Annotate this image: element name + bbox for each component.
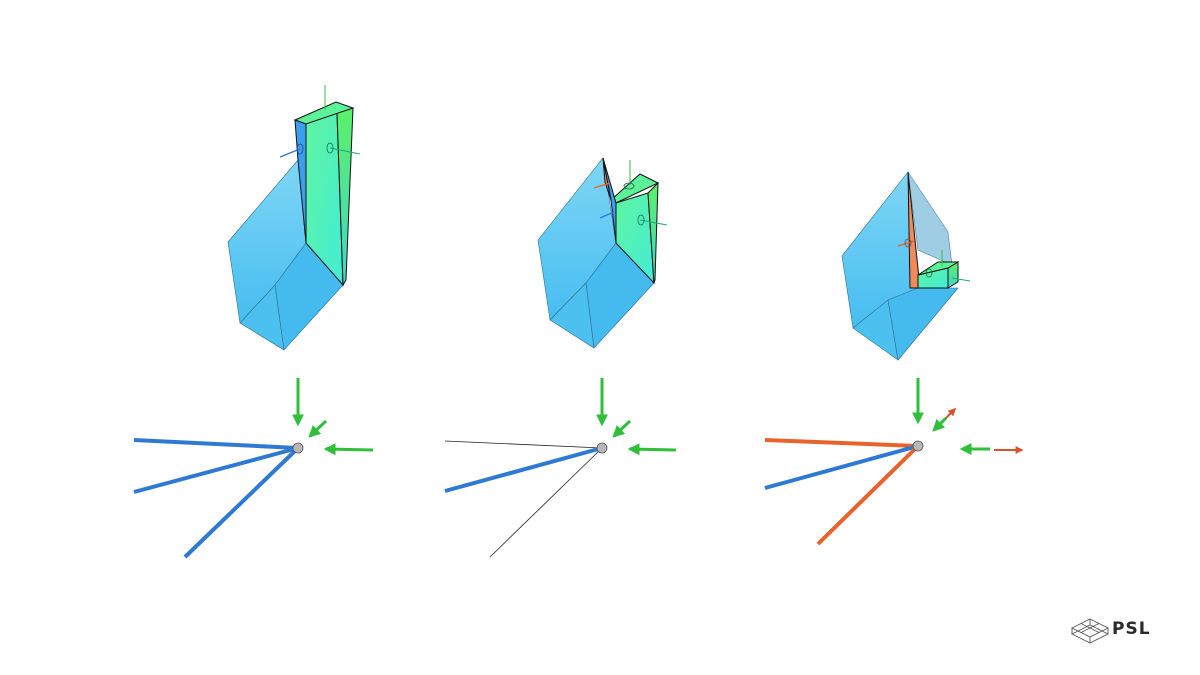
node-3 [912,440,924,452]
member-2-a [444,440,603,449]
solid-2-green-block-side [647,181,659,284]
solid-2-rotation-marker [623,182,635,190]
solid-2-axis [639,219,668,226]
logo-text: PSL [1112,619,1151,639]
member-2-b [444,446,603,493]
force-diagram-3 [764,378,1024,546]
solid-2-rotation-marker [637,214,645,226]
solid-2-blue-slot-face [602,157,617,244]
solid-1 [227,85,361,351]
solid-2 [537,157,668,349]
load-arrow-side [627,443,677,456]
solid-1-axis [329,147,361,155]
member-1-c [183,446,300,559]
node-2 [596,442,608,454]
member-2-c [489,447,603,558]
force-diagram-2 [444,378,677,558]
solid-3-rotation-marker [904,238,912,248]
solid-2-axis [599,211,615,219]
solid-3-axis [897,240,915,247]
solid-1-rotation-marker [296,143,304,155]
load-arrow-diagonal [932,416,948,432]
member-3-c [816,444,920,546]
solid-1-rotation-marker [326,142,334,154]
load-arrow-diagonal [612,419,632,438]
wireframe-cube-icon [1070,618,1110,644]
solid-3-axis [951,277,971,282]
solid-2-axis [593,182,611,189]
solid-3-right-face [887,287,959,361]
solid-3-green-block-top [917,261,960,276]
member-3-b [764,444,919,490]
member-1-b [133,446,299,494]
load-arrow-side [323,443,374,456]
solid-3-rotation-marker [925,268,933,278]
solid-3 [841,171,971,361]
member-3-a [764,438,919,448]
member-1-a [133,438,299,450]
solid-3-orange-face [907,171,921,289]
force-diagram-1 [133,378,374,559]
node-1 [292,442,304,454]
load-arrow-diagonal [308,419,328,438]
